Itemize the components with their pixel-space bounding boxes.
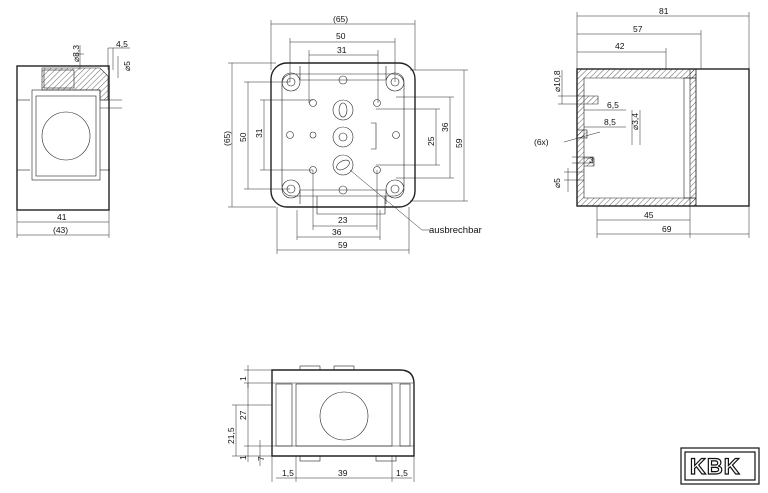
dim-41: 41 bbox=[57, 212, 67, 222]
dim-23: 23 bbox=[338, 215, 348, 225]
section-wall bbox=[576, 68, 697, 207]
dim-69: 69 bbox=[662, 224, 672, 234]
dim-d10-8: ⌀10,8 bbox=[552, 70, 562, 92]
dim-59-h: 59 bbox=[338, 240, 348, 250]
dim-31-top: 31 bbox=[337, 45, 347, 55]
top-view: (65) 50 31 23 36 59 (65) 50 31 bbox=[222, 14, 482, 254]
dim-57: 57 bbox=[633, 24, 643, 34]
section-view: 81 57 42 ⌀10,8 6,5 ⌀3,4 8,5 (6x) 3 ⌀5 45… bbox=[534, 6, 750, 238]
front-view: 1 27 21,5 1 7 39 1,5 1,5 bbox=[226, 365, 415, 482]
dim-42: 42 bbox=[615, 41, 625, 51]
dim-39: 39 bbox=[338, 468, 348, 478]
dim-27: 27 bbox=[238, 410, 248, 420]
front-body-outline bbox=[271, 369, 415, 457]
dim-36-h: 36 bbox=[332, 227, 342, 237]
dim-1-bot: 1 bbox=[238, 455, 248, 460]
side-lid-section bbox=[41, 67, 109, 101]
dim-1-top: 1 bbox=[238, 376, 248, 381]
dim-d3-4: ⌀3,4 bbox=[630, 113, 640, 130]
dim-81: 81 bbox=[659, 6, 669, 16]
dim-d5-side: ⌀5 bbox=[122, 61, 132, 71]
dim-1-5-right: 1,5 bbox=[396, 468, 408, 478]
side-body-outline bbox=[16, 65, 110, 211]
callout-ausbrechbar: ausbrechbar bbox=[429, 225, 482, 236]
dim-50-v: 50 bbox=[238, 132, 248, 142]
dim-1-5-left: 1,5 bbox=[282, 468, 294, 478]
dim-21-5: 21,5 bbox=[226, 427, 236, 444]
dim-31-v: 31 bbox=[254, 128, 264, 138]
dim-65-v: (65) bbox=[222, 131, 232, 146]
label-6x: (6x) bbox=[534, 137, 549, 147]
side-view: ⌀8,3 4,5 ⌀5 41 (43) bbox=[16, 39, 132, 238]
dim-25-v: 25 bbox=[426, 136, 436, 146]
logo-text: KBK bbox=[690, 454, 741, 479]
dim-4-5: 4,5 bbox=[116, 39, 128, 49]
dim-59-v: 59 bbox=[454, 138, 464, 148]
section-body-outline bbox=[576, 68, 750, 207]
dim-d8-3: ⌀8,3 bbox=[71, 45, 81, 62]
kbk-logo: KBK bbox=[680, 447, 760, 485]
top-body-outline bbox=[270, 62, 416, 208]
dim-36-v: 36 bbox=[440, 122, 450, 132]
dim-43: (43) bbox=[53, 225, 68, 235]
dim-50-top: 50 bbox=[336, 31, 346, 41]
dim-45: 45 bbox=[644, 210, 654, 220]
dim-7: 7 bbox=[256, 456, 266, 461]
front-knockout-circle bbox=[319, 391, 369, 441]
side-knockout-circle bbox=[41, 111, 91, 161]
dim-6-5: 6,5 bbox=[607, 100, 619, 110]
dim-3: 3 bbox=[589, 155, 594, 165]
dim-65-top: (65) bbox=[333, 14, 348, 24]
dim-d5-section: ⌀5 bbox=[552, 178, 562, 188]
dim-8-5: 8,5 bbox=[604, 117, 616, 127]
